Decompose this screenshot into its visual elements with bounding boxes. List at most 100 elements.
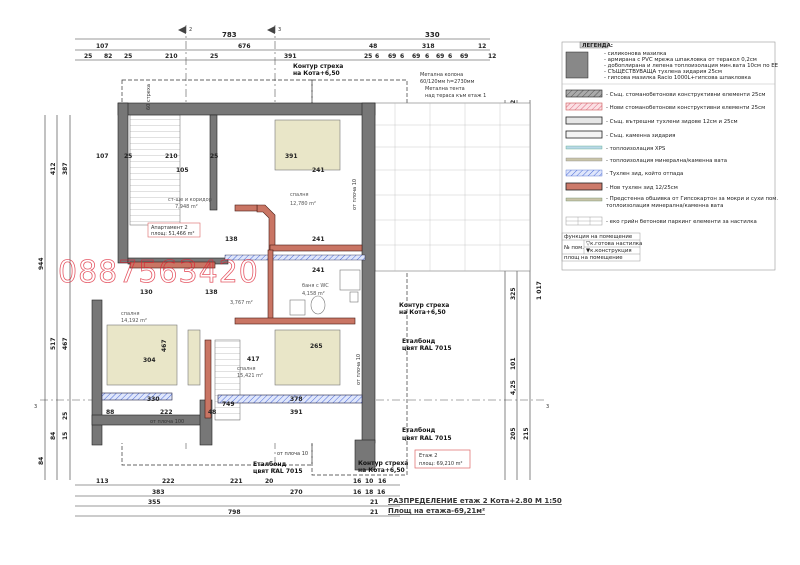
room-name: спалня <box>237 366 256 372</box>
dim-label: 391 <box>285 153 298 160</box>
room-area: 15,421 m² <box>237 373 263 379</box>
room-area: 12,780 m² <box>290 201 316 207</box>
bottom-dimension-labels: 113 222 221 20 16 10 16 383 270 16 18 16… <box>96 478 386 516</box>
annotation: на Кота+6,50 <box>293 70 340 77</box>
bed <box>106 324 178 386</box>
apartment-name: Апартамент 2 <box>151 225 188 231</box>
top-dimensions <box>75 38 490 61</box>
wall-section-swatch <box>565 51 589 79</box>
apartment-area-box: Апартамент 2 площ: 51,466 m² <box>147 222 201 238</box>
annotation: 60/120мм h=2730мм <box>420 79 475 85</box>
dim-label: 105 <box>176 167 189 174</box>
dim-label: 25 <box>84 53 92 60</box>
legend-text: - Нов тухлен зид 12/25см <box>606 185 678 191</box>
room-key-function: функция на помещение <box>564 234 633 240</box>
staircase <box>214 339 241 421</box>
dim-label: 749 <box>222 401 235 408</box>
dim-label: 676 <box>238 43 251 50</box>
room-key-number: № пом. <box>564 245 584 251</box>
legend-text: - еко грийн бетонови паркинг елементи за… <box>606 218 757 225</box>
dim-label: 241 <box>312 267 325 274</box>
dim-label: 69 <box>388 53 396 60</box>
bed <box>274 119 341 171</box>
annotation: Метална колона <box>420 72 463 78</box>
legend-text: - добоплирана и лепена топлоизолация мин… <box>604 63 779 69</box>
terrace-awning <box>375 103 530 271</box>
legend-title: ЛЕГЕНДА: <box>582 43 613 49</box>
dim-label: 265 <box>310 343 323 350</box>
room-name: спалня <box>290 192 309 198</box>
bed <box>274 329 341 386</box>
annotation: от плоча 10 <box>277 451 308 457</box>
floor-area-total: Площ на етажа-69,21м² <box>388 507 485 515</box>
sink <box>349 291 359 303</box>
dim-label: 222 <box>162 478 175 485</box>
dim-label: 69 <box>412 53 420 60</box>
dim-label: 330 <box>425 31 440 39</box>
dim-label: 222 <box>160 409 173 416</box>
legend-text: - Нови стоманобетонови конструктивни еле… <box>606 105 765 111</box>
room-name: ст-ще и коридор <box>168 197 212 203</box>
dim-label: 412 <box>50 162 57 175</box>
dim-label: 391 <box>290 409 303 416</box>
dim-label: 6 <box>448 53 452 60</box>
dim-label: 210 <box>165 53 178 60</box>
annotation: от плоча 10 <box>356 354 362 385</box>
legend-text: - гипсова мазилка Racio 1000L+гипсова шп… <box>604 75 751 81</box>
legend-text: - Тухлен зид, който отпада <box>606 170 683 177</box>
annotation: от плоча 10 <box>352 179 358 210</box>
dim-label: 48 <box>208 409 216 416</box>
dim-label: 101 <box>510 357 517 370</box>
dim-label: 221 <box>230 478 243 485</box>
legend-text: - армирана с PVC мрежа шпакловка от тера… <box>604 57 757 63</box>
dim-label: 417 <box>247 356 260 363</box>
new-brick-walls <box>129 204 363 419</box>
legend: ЛЕГЕНДА: - силиконова мазилка - армирана… <box>561 41 779 271</box>
room-key-table <box>561 232 641 262</box>
dim-label: 378 <box>290 396 303 403</box>
dim-label: 783 <box>222 31 237 39</box>
inner-dimension-labels: 107 25 210 25 391 105 241 138 241 130 13… <box>96 153 325 416</box>
axis-label: 3 <box>34 404 37 410</box>
dim-label: 130 <box>140 289 153 296</box>
axis-label: 2 <box>189 27 192 33</box>
dim-label: 113 <box>96 478 109 485</box>
dim-label: 517 <box>50 337 57 350</box>
top-dimension-labels: 783 330 107 676 48 318 12 25 82 25 210 2… <box>84 31 496 60</box>
dim-label: 84 <box>38 457 45 465</box>
dim-label: 12 <box>478 43 486 50</box>
dim-label: 16 <box>353 478 361 485</box>
dim-label: 10 <box>365 478 373 485</box>
annotation: Еталбонд <box>402 338 435 345</box>
dim-label: 6 <box>400 53 404 60</box>
legend-text: - топлоизолация минерална/каменна вата <box>606 158 727 164</box>
annotation: Еталбонд <box>253 461 286 468</box>
legend-text: - силиконова мазилка <box>604 51 666 57</box>
dim-label: 16 <box>378 478 386 485</box>
room-name: спалня <box>121 311 140 317</box>
room-name: баня с WC <box>302 283 329 289</box>
axis-label: 3 <box>278 27 281 33</box>
dim-label: 25 <box>124 153 132 160</box>
dim-label: 20 <box>265 478 273 485</box>
annotation: Еталбонд <box>402 427 435 434</box>
dim-label: 69 <box>436 53 444 60</box>
dim-label: 6 <box>375 53 379 60</box>
floor-area-box: Етаж 2 площ: 69,210 m² <box>414 449 471 469</box>
legend-text: - Същ. вътрешни тухлени зидове 12см и 25… <box>606 119 738 125</box>
floor-area: площ: 69,210 m² <box>419 461 462 467</box>
walls <box>91 102 376 471</box>
dim-label: 304 <box>143 357 156 364</box>
dim-label: 107 <box>96 43 109 50</box>
room-key-area: площ на помещение <box>564 255 623 261</box>
annotation: Метална тента <box>425 86 465 92</box>
axis-label: 3 <box>546 404 549 410</box>
terrace <box>374 102 531 272</box>
phone-watermark: 0887563420 <box>58 255 259 290</box>
dim-label: 25 <box>210 153 218 160</box>
dim-label: 325 <box>510 287 517 300</box>
dim-label: 16 <box>353 489 361 496</box>
dim-label: 318 <box>422 43 435 50</box>
staircase <box>129 114 181 226</box>
legend-text: - Същ. стоманобетонови конструктивни еле… <box>606 92 765 98</box>
